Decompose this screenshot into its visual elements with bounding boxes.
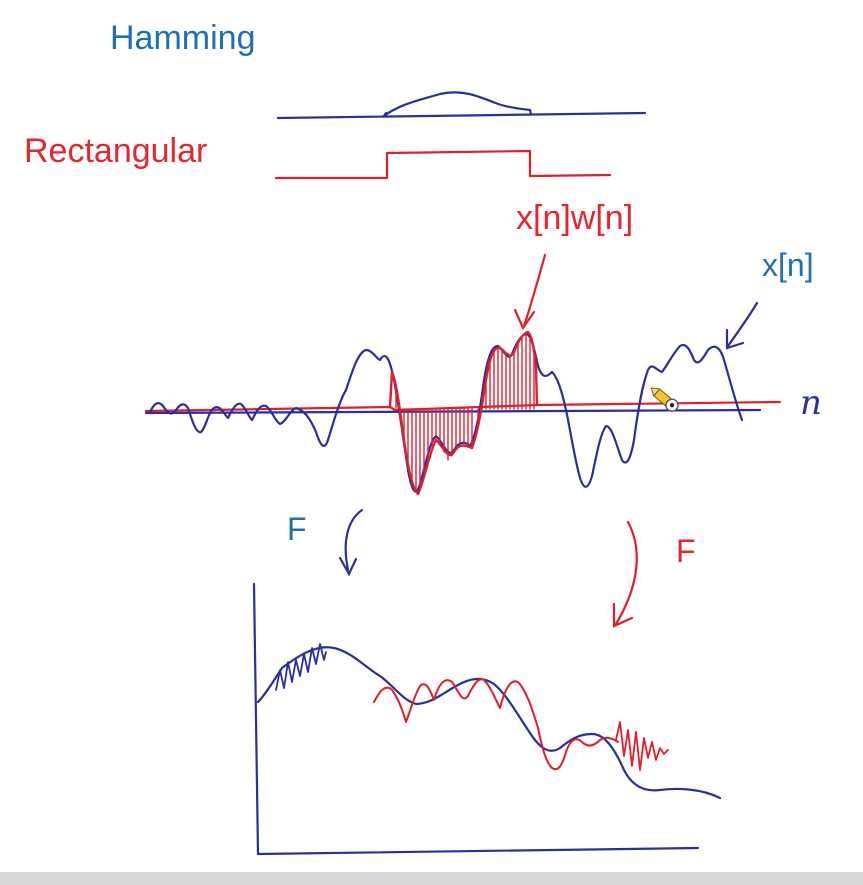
transform-left-arrow xyxy=(338,508,364,577)
hamming-spectrum-noise xyxy=(275,643,327,691)
rectangular-label: Rectangular xyxy=(24,132,207,170)
rectangular-spectrum-curve xyxy=(373,678,619,771)
transform-right-arrow xyxy=(612,520,638,628)
signal-waveform xyxy=(148,332,744,493)
n-axis-label: n xyxy=(800,383,822,423)
transform-right-label: F xyxy=(676,533,696,569)
hamming-label: Hamming xyxy=(110,19,255,57)
spectrum-axes xyxy=(252,582,700,856)
video-bottom-bar xyxy=(0,872,863,885)
windowed-signal-label: x[n]w[n] xyxy=(516,199,633,237)
pencil-icon xyxy=(650,387,679,412)
rectangular-spectrum-noise xyxy=(615,721,669,771)
signal-arrow xyxy=(725,301,759,350)
windowed-signal-waveform xyxy=(388,330,539,496)
windowed-signal-arrow xyxy=(513,253,547,331)
transform-left-label: F xyxy=(287,511,307,547)
hamming-window-sketch xyxy=(276,91,647,120)
signal-label: x[n] xyxy=(762,247,814,283)
hamming-spectrum-curve xyxy=(256,646,722,800)
rectangular-window-sketch xyxy=(274,149,612,180)
